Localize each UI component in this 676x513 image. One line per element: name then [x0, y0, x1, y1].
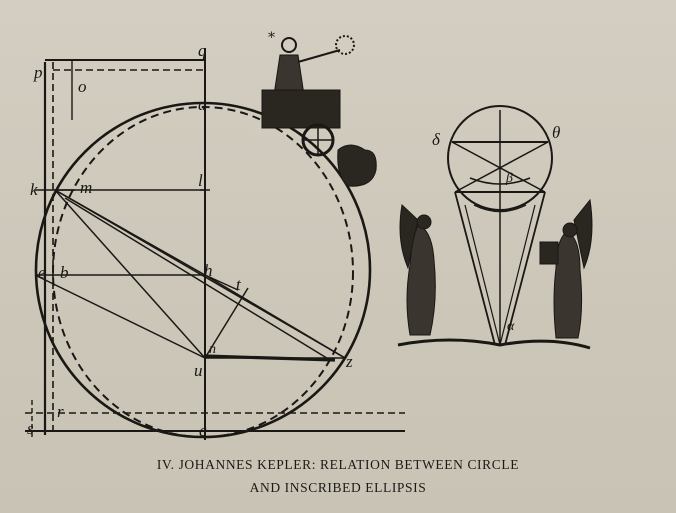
label-p: p [33, 63, 43, 82]
label-u: u [194, 361, 203, 380]
label-l: l [198, 171, 203, 190]
label-q: q [198, 41, 207, 60]
label-s: s [27, 419, 34, 438]
label-e: e [38, 263, 46, 282]
label-alpha: α [507, 319, 515, 334]
label-r: r [57, 402, 64, 421]
label-z: z [345, 352, 353, 371]
bold-radius [204, 354, 336, 362]
chariot-woodcut: * [261, 30, 377, 187]
label-k: k [30, 180, 38, 199]
svg-text:*: * [268, 30, 275, 46]
inscribed-ellipse [52, 106, 354, 438]
angels-woodcut [397, 105, 593, 350]
label-o: o [78, 77, 87, 96]
label-beta: β [505, 171, 513, 186]
frame-lines [25, 48, 405, 440]
label-t: t [236, 275, 242, 294]
label-m: m [80, 178, 92, 197]
label-c: c [199, 421, 207, 440]
label-a: a [198, 95, 207, 114]
label-theta: θ [552, 123, 560, 142]
circle [34, 101, 372, 439]
label-n: n [209, 342, 216, 357]
label-b: b [60, 263, 69, 282]
caption-line-1: IV. JOHANNES KEPLER: RELATION BETWEEN CI… [156, 457, 520, 472]
label-delta: δ [432, 130, 441, 149]
construction-lines [34, 189, 346, 361]
label-h: h [204, 261, 213, 280]
caption-line-2: AND INSCRIBED ELLIPSIS [249, 480, 427, 495]
